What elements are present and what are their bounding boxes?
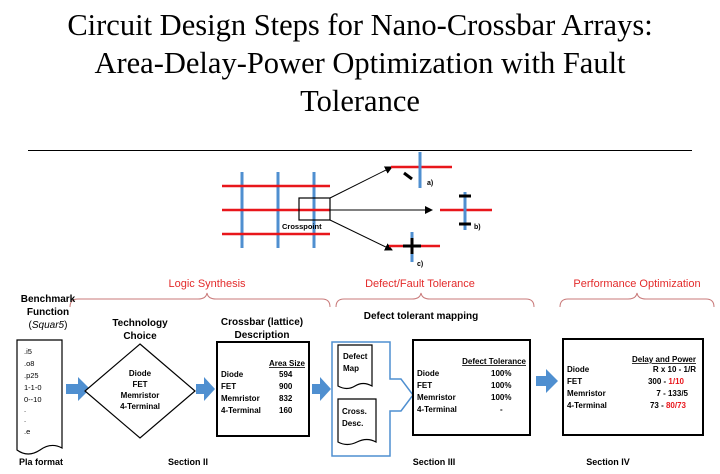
delay-table [562, 338, 704, 436]
page-title: Circuit Design Steps for Nano-Crossbar A… [0, 6, 720, 120]
flow-arrow-4 [536, 369, 558, 393]
defect-row-value: 100% [491, 381, 511, 390]
defect-row-value: 100% [491, 393, 511, 402]
stage-logic-synthesis: Logic Synthesis [168, 278, 246, 290]
flow-arrow-3 [312, 377, 331, 401]
crossbar-grid: Crosspoint [222, 172, 331, 248]
pla-line: .p25 [24, 371, 39, 380]
crossbar-subtitle: Description [234, 330, 289, 341]
pla-line: 1-1-0 [24, 383, 42, 392]
delay-row-value: 7 - 133/5 [656, 389, 688, 398]
bracket-performance [559, 292, 715, 308]
crossbar-row-value: 594 [279, 370, 293, 379]
title-line-3: Tolerance [300, 84, 420, 118]
pla-format-label: Pla format [19, 457, 63, 467]
svg-text:Cross.: Cross. [342, 407, 367, 416]
crosspoint-option-b: b) [440, 192, 492, 231]
cross-desc-document [337, 398, 377, 446]
defect-map-document [337, 344, 373, 390]
pla-line: 0--10 [24, 395, 42, 404]
defect-row-name: Memristor [417, 393, 456, 402]
benchmark-name: (Squar5) [29, 320, 68, 331]
defect-row-value: - [500, 405, 503, 414]
pla-line: .o8 [24, 359, 34, 368]
crossbar-row-value: 160 [279, 406, 293, 415]
crossbar-row-name: Diode [221, 370, 244, 379]
delay-row-name: Memristor [567, 389, 606, 398]
crossbar-table [216, 341, 310, 437]
flow-arrow-2 [196, 377, 215, 401]
benchmark-title: Benchmark [21, 294, 76, 305]
title-divider [28, 150, 692, 151]
tech-item: FET [132, 380, 147, 389]
pla-line: . [24, 415, 26, 424]
section-3-label: Section III [413, 457, 456, 467]
crosspoint-label: Crosspoint [282, 222, 322, 231]
defect-row-name: Diode [417, 369, 440, 378]
area-size-header: Area Size [269, 359, 306, 368]
svg-text:Desc.: Desc. [342, 419, 363, 428]
crossbar-row-value: 900 [279, 382, 293, 391]
pla-line: . [24, 405, 26, 414]
crosspoint-option-a: a) [391, 152, 452, 188]
tech-item: Memristor [121, 391, 160, 400]
section-2-label: Section II [168, 457, 208, 467]
crossbar-row-name: 4-Terminal [221, 406, 261, 415]
crossbar-row-value: 832 [279, 394, 293, 403]
title-line-2: Area-Delay-Power Optimization with Fault [94, 46, 626, 80]
delay-header: Delay and Power [632, 355, 696, 364]
technology-title: Technology [112, 318, 168, 329]
delay-row-name: 4-Terminal [567, 401, 607, 410]
stage-performance: Performance Optimization [573, 278, 700, 290]
pla-line: .i5 [24, 347, 32, 356]
crossbar-title: Crossbar (lattice) [221, 317, 303, 328]
crosspoint-option-c: c) [389, 232, 440, 268]
delay-row-name: FET [567, 377, 582, 386]
delay-row-value: 300 - 1/10 [648, 377, 685, 386]
flow-arrow-1 [66, 377, 90, 401]
benchmark-subtitle: Function [27, 307, 69, 318]
pla-lines: .i5 .o8 .p25 1-1-0 0--10 . . .e [24, 347, 42, 436]
section-4-label: Section IV [586, 457, 630, 467]
crossbar-row-name: FET [221, 382, 236, 391]
bracket-defect-tolerance [335, 292, 535, 308]
defect-table [412, 339, 531, 436]
arrow-to-option-a [329, 166, 393, 199]
defect-header: Defect Tolerance [462, 357, 526, 366]
technology-diamond [84, 343, 196, 439]
tech-item: 4-Terminal [120, 402, 160, 411]
pla-document [16, 339, 63, 455]
mapping-title: Defect tolerant mapping [364, 311, 478, 322]
svg-text:b): b) [474, 224, 481, 231]
pla-line: .e [24, 427, 30, 436]
delay-row-name: Diode [567, 365, 590, 374]
svg-text:Map: Map [343, 364, 359, 373]
tech-item: Diode [129, 369, 152, 378]
defect-row-value: 100% [491, 369, 511, 378]
stage-defect-tolerance: Defect/Fault Tolerance [365, 278, 475, 290]
technology-subtitle: Choice [123, 331, 157, 342]
svg-text:Defect: Defect [343, 352, 368, 361]
delay-row-value: R x 10 - 1/R [653, 365, 696, 374]
svg-text:c): c) [417, 261, 423, 268]
title-line-1: Circuit Design Steps for Nano-Crossbar A… [67, 8, 653, 42]
defect-row-name: 4-Terminal [417, 405, 457, 414]
crossbar-row-name: Memristor [221, 394, 260, 403]
crosspoint-box [298, 197, 331, 221]
svg-text:a): a) [427, 180, 433, 187]
delay-row-value: 73 - 80/73 [650, 401, 687, 410]
defect-row-name: FET [417, 381, 432, 390]
arrow-to-option-c [329, 219, 393, 251]
bracket-logic-synthesis [69, 292, 331, 308]
